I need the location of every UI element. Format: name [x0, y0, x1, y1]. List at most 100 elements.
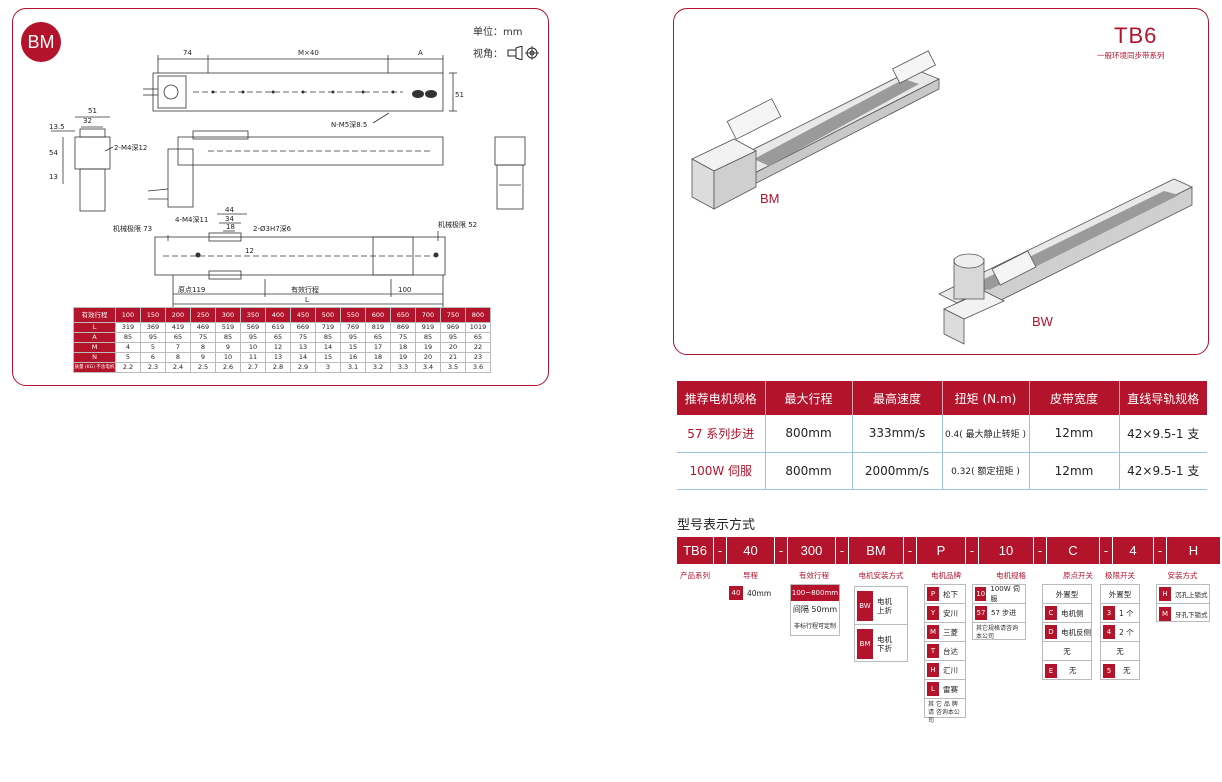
- table-cell: 2.6: [215, 362, 241, 373]
- table-cell: 3.4: [415, 362, 441, 373]
- table-cell: 869: [390, 322, 416, 333]
- table-cell: 95: [340, 332, 366, 343]
- table-cell: 18: [365, 352, 391, 363]
- table-cell: 450: [290, 307, 316, 323]
- spec-cell: 800mm: [765, 452, 853, 490]
- table-cell: 85: [315, 332, 341, 343]
- brand-text: 松下: [943, 589, 958, 599]
- table-cell: 17: [365, 342, 391, 353]
- dim-34: 34: [225, 215, 234, 223]
- model-dash: -: [835, 537, 849, 564]
- mount-text: 电机下折: [877, 634, 892, 653]
- table-cell: 6: [140, 352, 166, 363]
- table-cell: 2.3: [140, 362, 166, 373]
- spec-cell: 2000mm/s: [852, 452, 943, 490]
- table-cell: 419: [165, 322, 191, 333]
- brand-code: L: [927, 682, 939, 696]
- dimension-table: 有效行程 100 150 200 250 300 350 400 450 500…: [73, 307, 491, 373]
- model-part: BM: [849, 537, 903, 564]
- table-cell: 14: [290, 352, 316, 363]
- table-cell: 150: [140, 307, 166, 323]
- limit-text: 无: [1123, 666, 1131, 675]
- table-cell: 2.8: [265, 362, 291, 373]
- table-cell: 19: [390, 352, 416, 363]
- dim-13: 13: [49, 173, 58, 181]
- table-cell: 19: [415, 342, 441, 353]
- table-cell: 85: [115, 332, 141, 343]
- brand-code: H: [927, 663, 939, 677]
- table-cell: 100: [115, 307, 141, 323]
- limit-code: 3: [1103, 606, 1115, 620]
- table-cell: 619: [265, 322, 291, 333]
- model-dash: -: [1033, 537, 1047, 564]
- table-cell: 23: [465, 352, 491, 363]
- spec-cell: 333mm/s: [852, 415, 943, 453]
- table-cell: 9: [190, 352, 216, 363]
- spec-cell: 100W 伺服: [677, 452, 766, 490]
- model-part: 300: [788, 537, 835, 564]
- table-cell: 20: [440, 342, 466, 353]
- table-cell: 10: [215, 352, 241, 363]
- origin-head: 外置型: [1043, 585, 1091, 604]
- table-cell: 300: [215, 307, 241, 323]
- label-bm: BM: [760, 191, 780, 206]
- model-code-title: 型号表示方式: [677, 518, 756, 533]
- table-cell: 2.5: [190, 362, 216, 373]
- table-cell: 18: [390, 342, 416, 353]
- motor-text: 57 步进: [991, 609, 1017, 617]
- category-install: 安装方式: [1167, 571, 1198, 580]
- table-cell: 95: [440, 332, 466, 343]
- spec-cell: 0.4( 最大静止转矩 ): [942, 415, 1030, 453]
- model-part: H: [1167, 537, 1220, 564]
- table-cell: 3.6: [465, 362, 491, 373]
- category-series: 产品系列: [680, 571, 710, 580]
- table-cell: 819: [365, 322, 391, 333]
- lead-options: 40 40mm: [729, 584, 773, 602]
- dim-54: 54: [49, 149, 58, 157]
- table-cell: 2.9: [290, 362, 316, 373]
- table-cell: 3: [315, 362, 341, 373]
- table-cell: 3.2: [365, 362, 391, 373]
- lead-text: 40mm: [747, 588, 772, 598]
- bm-drawing-panel: BM 单位：mm 视角：: [12, 8, 549, 386]
- table-cell: 5: [140, 342, 166, 353]
- table-cell: 600: [365, 307, 391, 323]
- table-cell: 13: [290, 342, 316, 353]
- n-m5-label: N-M5深8.5: [331, 120, 367, 129]
- table-cell: 75: [390, 332, 416, 343]
- lead-code: 40: [729, 586, 743, 600]
- model-part: 10: [979, 537, 1033, 564]
- dim-m40: M×40: [298, 49, 319, 57]
- table-cell: 14: [315, 342, 341, 353]
- table-cell: 500: [315, 307, 341, 323]
- table-cell: 369: [140, 322, 166, 333]
- stroke-note: 非标行程可定制: [793, 622, 836, 630]
- table-cell: 2.4: [165, 362, 191, 373]
- category-limit: 极限开关: [1105, 571, 1135, 580]
- spec-header-cell: 最高速度: [852, 381, 943, 415]
- table-cell: 8: [165, 352, 191, 363]
- brand-text: 安川: [943, 608, 958, 618]
- table-header-label: 有效行程: [73, 307, 116, 323]
- table-cell: 4: [115, 342, 141, 353]
- origin-119: 原点119: [178, 286, 205, 294]
- table-cell: 519: [215, 322, 241, 333]
- dim-13-5: 13.5: [49, 123, 65, 131]
- table-cell: 200: [165, 307, 191, 323]
- table-cell: 550: [340, 307, 366, 323]
- table-cell: 21: [440, 352, 466, 363]
- table-cell: 569: [240, 322, 266, 333]
- model-dash: -: [1153, 537, 1167, 564]
- table-cell: 65: [465, 332, 491, 343]
- table-cell: 65: [265, 332, 291, 343]
- table-cell: 769: [340, 322, 366, 333]
- model-part: 4: [1113, 537, 1153, 564]
- mount-code: BM: [857, 628, 873, 659]
- limit-text: 1 个: [1119, 608, 1134, 618]
- spec-cell: 42×9.5-1 支: [1119, 415, 1207, 453]
- table-cell: 3.5: [440, 362, 466, 373]
